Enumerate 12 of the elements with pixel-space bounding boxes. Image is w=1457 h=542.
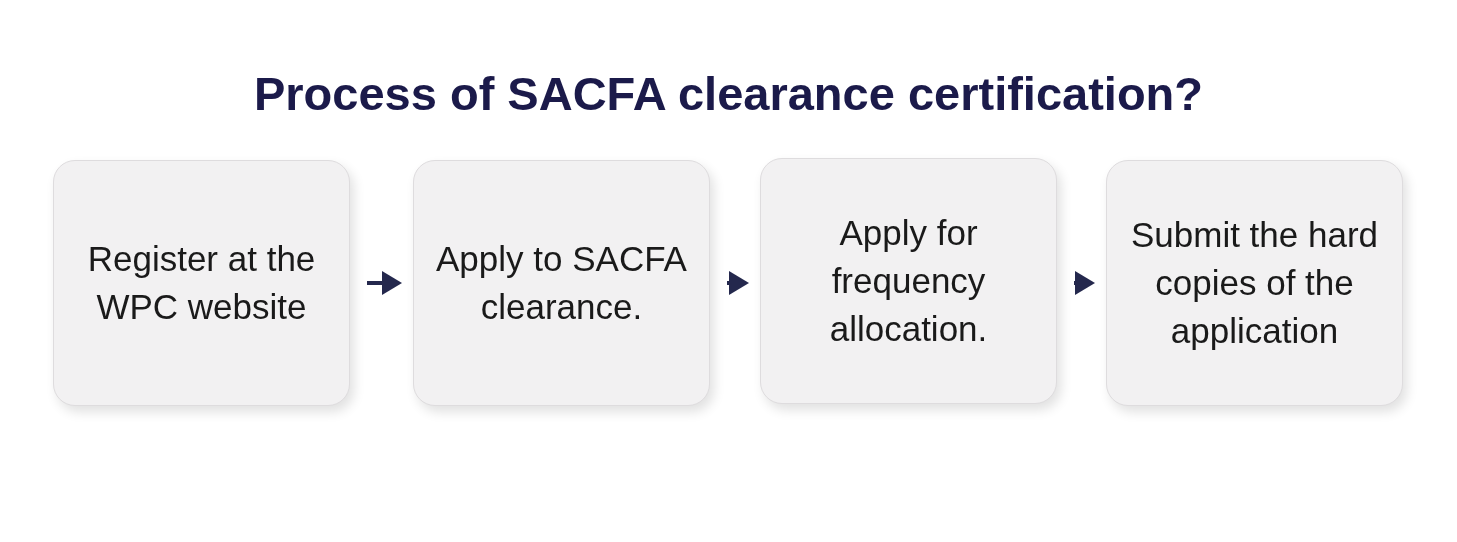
process-box [53,160,350,406]
arrow [727,271,749,295]
step-text: Apply for frequency allocation. [828,212,989,350]
step-text: Apply to SACFA clearance. [435,238,688,328]
diagram-title: Process of SACFA clearance certification? [253,66,1203,121]
step-text: Register at the WPC website [86,238,317,328]
process-box [1106,160,1403,406]
process-box [760,158,1057,404]
step-text: Submit the hard copies of the application [1129,214,1380,352]
arrow [1074,271,1095,295]
process-box [413,160,710,406]
arrow [367,271,402,295]
